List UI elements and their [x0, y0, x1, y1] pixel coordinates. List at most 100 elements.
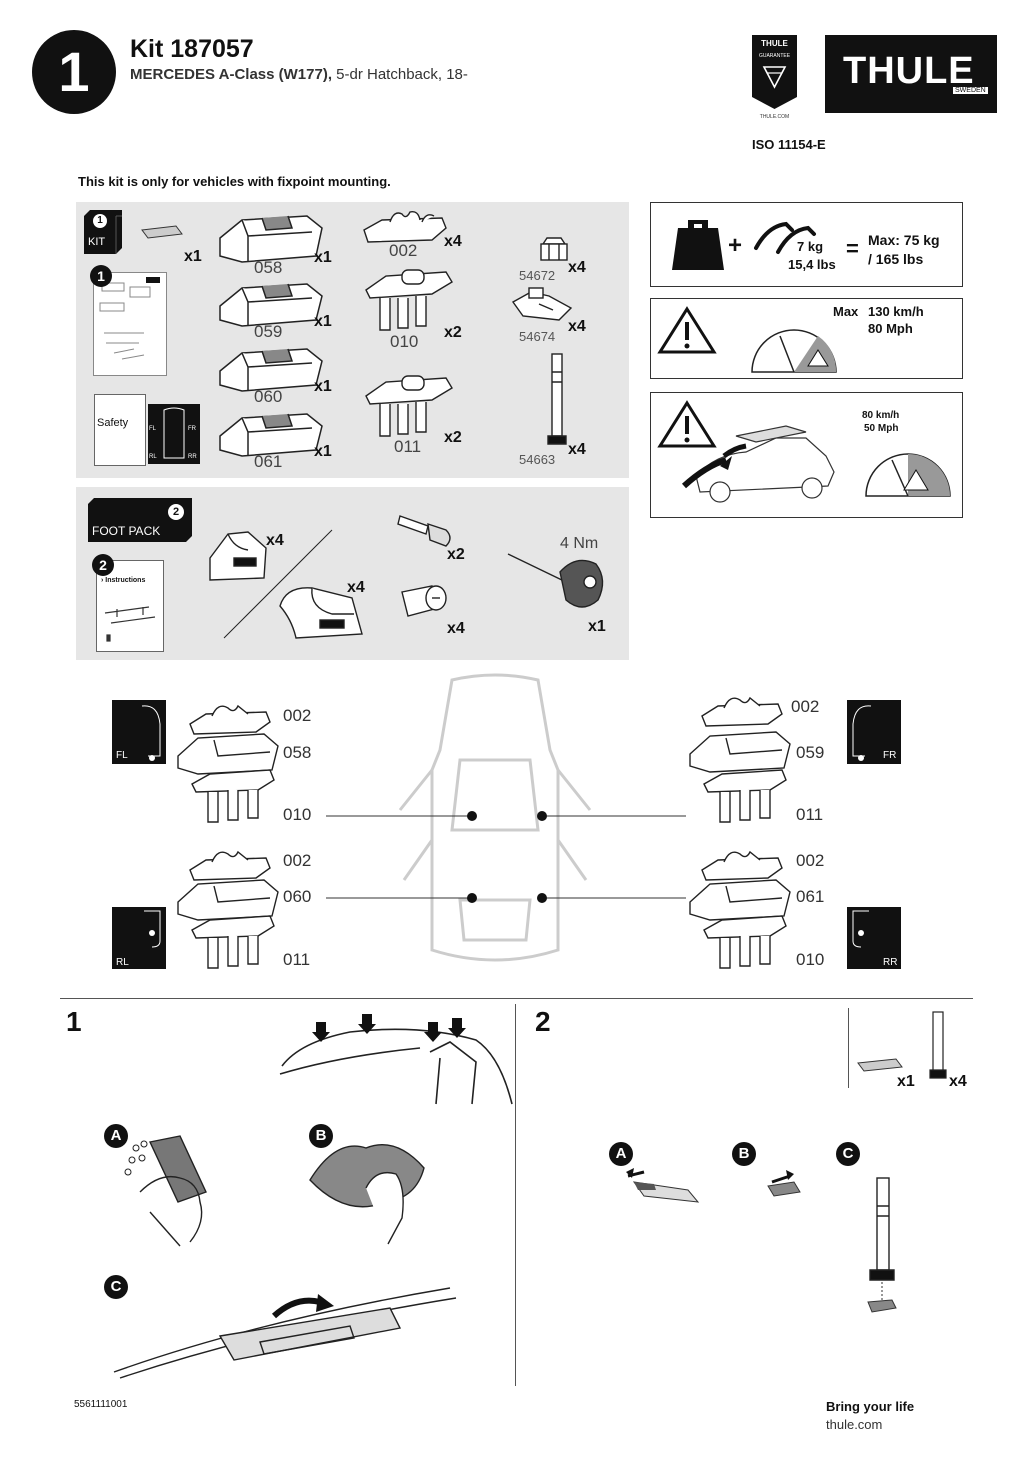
mini-rl: RL: [149, 454, 157, 460]
logo-text: THULE: [843, 50, 975, 92]
corner-rl: RL: [112, 907, 166, 969]
safety-booklet: Safety: [94, 394, 146, 466]
speed-mph: 80 Mph: [868, 321, 913, 336]
fixpoint-notice: This kit is only for vehicles with fixpo…: [78, 174, 391, 189]
assembly-rl-icon: [177, 850, 279, 969]
bracket-002-icon: [363, 210, 447, 243]
foot-b-icon: [279, 587, 363, 639]
torque-key-icon: [507, 553, 604, 608]
footer-url[interactable]: thule.com: [826, 1417, 883, 1432]
step-2c-badge: C: [836, 1142, 860, 1166]
foot-a-qty: x4: [266, 532, 284, 549]
part-059-qty: x1: [314, 313, 332, 330]
steps-divider-vertical: [515, 1004, 516, 1386]
part-54674-code: 54674: [519, 329, 556, 344]
step-number-badge: 1: [32, 30, 116, 114]
footpad-059-icon: [219, 283, 323, 327]
part-54672-qty: x4: [568, 259, 586, 276]
foot-pack-num: 2: [168, 504, 184, 520]
key-qty: x2: [447, 546, 465, 563]
part-54674-qty: x4: [568, 318, 586, 335]
instruction-booklet-1: [93, 272, 167, 376]
assembly-rr-icon: [689, 850, 791, 969]
footpad-061-icon: [219, 413, 323, 457]
fr-pointer-line: [537, 811, 686, 821]
bolt-with-pad-icon: [867, 1177, 897, 1313]
torque-qty: x1: [588, 618, 606, 635]
part-060-qty: x1: [314, 378, 332, 395]
vehicle-variant: 5-dr Hatchback, 18-: [332, 66, 468, 83]
bracket-011-icon: [365, 375, 453, 437]
part-010-qty: x2: [444, 324, 462, 341]
plus-sign: +: [728, 232, 743, 259]
guarantee-badge-label: GUARANTEE: [758, 53, 791, 59]
foot-pack-box: 2 FOOT PACK: [88, 498, 192, 542]
doc-number: 5561111001: [74, 1399, 128, 1410]
step2-parts-divider: [848, 1008, 849, 1088]
assembly-fl-icon: [177, 704, 279, 823]
assembly-fr-icon: [689, 696, 791, 823]
step-2-number: 2: [535, 1006, 551, 1037]
bars-weight: 7 kg: [797, 239, 824, 254]
bars-weight-lbs: 15,4 lbs: [788, 257, 836, 272]
fr-bottom-code: 011: [796, 805, 824, 824]
equals-sign: =: [846, 236, 859, 261]
step2-pad-icon: [857, 1058, 903, 1072]
car-mph: 50 Mph: [864, 423, 899, 434]
hand-cleaning-icon: [124, 1135, 207, 1247]
part-54672-code: 54672: [519, 268, 556, 283]
gauge-icon-2: [865, 453, 951, 497]
logo-sub: SWEDEN: [953, 87, 988, 94]
speed-gauge-icon: [751, 329, 837, 373]
foot-pack-label: FOOT PACK: [92, 524, 161, 538]
fl-foot-code: 058: [283, 743, 312, 762]
rr-foot-code: 061: [796, 887, 825, 906]
mini-car-diagram: FL FR RL RR: [148, 404, 200, 464]
corner-fr: FR: [847, 700, 901, 764]
step2-pad-qty: x1: [897, 1073, 915, 1090]
mini-rr: RR: [188, 454, 197, 460]
kit-badge-num: 1: [93, 214, 107, 228]
clamp-54674-icon: [511, 287, 573, 321]
guarantee-badge-url: THULE.COM: [759, 114, 790, 120]
steps-divider-top: [60, 998, 973, 999]
part-060-code: 060: [254, 387, 283, 406]
fl-pointer-line: [326, 811, 477, 821]
pad-qty: x1: [184, 248, 202, 265]
part-011-qty: x2: [444, 429, 462, 446]
fr-top-code: 002: [791, 697, 820, 716]
guarantee-badge-top: THULE: [761, 39, 788, 48]
fl-bottom-code: 010: [283, 805, 312, 824]
instruction-2-badge: 2: [92, 554, 114, 576]
foot-a-icon: [209, 531, 267, 581]
part-059-code: 059: [254, 322, 283, 341]
part-011-code: 011: [394, 437, 422, 456]
step2-bolt-icon: [929, 1011, 947, 1079]
mini-fr: FR: [188, 426, 196, 432]
rr-pointer-line: [537, 893, 686, 903]
part-54663-qty: x4: [568, 441, 586, 458]
car-kmh: 80 km/h: [862, 410, 900, 421]
torque-label: 4 Nm: [560, 535, 599, 552]
hand-wiping-icon: [309, 1144, 425, 1245]
part-058-qty: x1: [314, 249, 332, 266]
divider-line: [223, 529, 333, 639]
guarantee-badge-shape: [752, 35, 797, 109]
thule-logo: THULE SWEDEN: [825, 35, 997, 113]
instructions-label: › Instructions: [101, 577, 146, 584]
part-54663-code: 54663: [519, 452, 556, 467]
corner-rl-label: RL: [116, 957, 129, 968]
foot-b-qty: x4: [347, 579, 365, 596]
rl-pointer-line: [326, 893, 477, 903]
step-1b-badge: B: [309, 1124, 333, 1148]
step2-bolt-qty: x4: [949, 1073, 967, 1090]
rr-top-code: 002: [796, 851, 825, 870]
fl-top-code: 002: [283, 706, 312, 725]
footpad-058-icon: [219, 215, 323, 263]
part-061-code: 061: [254, 452, 283, 471]
footer-tagline: Bring your life: [826, 1399, 915, 1414]
instruction-1-badge: 1: [90, 265, 112, 287]
roof-bars-icon: [754, 221, 816, 254]
rr-bottom-code: 010: [796, 950, 825, 969]
part-002-code: 002: [389, 241, 418, 260]
